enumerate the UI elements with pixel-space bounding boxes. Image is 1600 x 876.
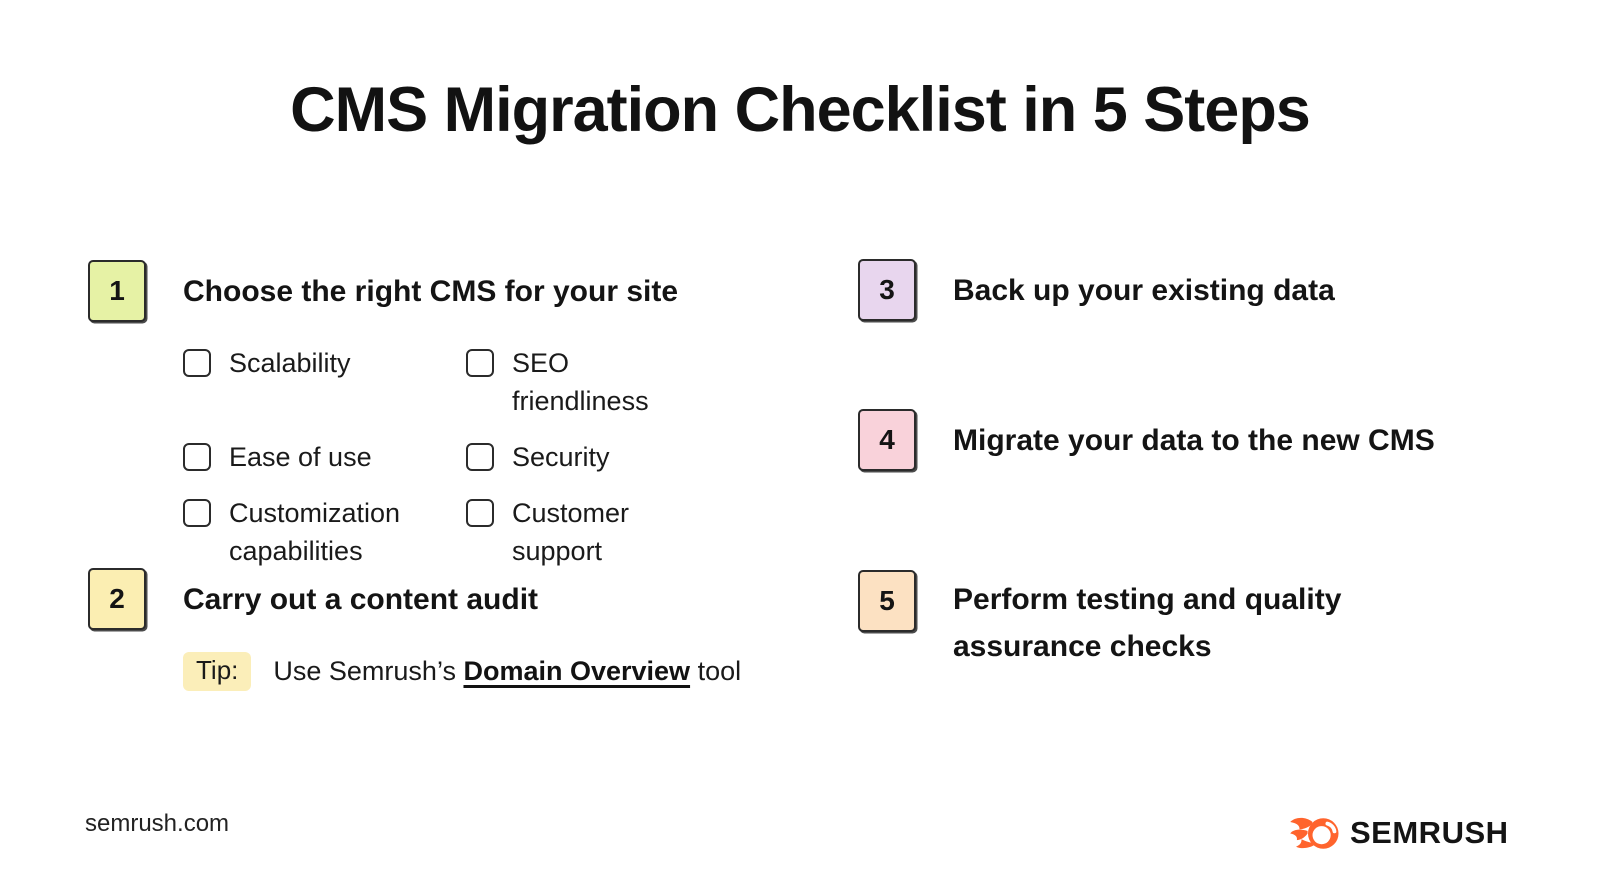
step-1-row: 1 Choose the right CMS for your site bbox=[88, 260, 678, 322]
check-item-ease-of-use: Ease of use bbox=[183, 438, 466, 476]
checkbox-icon[interactable] bbox=[183, 443, 211, 471]
tip-text: Use Semrush’s Domain Overview tool bbox=[273, 656, 741, 687]
check-label: Scalability bbox=[229, 348, 351, 378]
checkbox-icon[interactable] bbox=[466, 499, 494, 527]
check-label: Ease of use bbox=[229, 442, 372, 472]
step-3-row: 3 Back up your existing data bbox=[858, 259, 1335, 321]
step-3-number-badge: 3 bbox=[858, 259, 916, 321]
step-2-row: 2 Carry out a content audit bbox=[88, 568, 538, 630]
step-5-row: 5 Perform testing and quality assurance … bbox=[858, 570, 1393, 670]
checkbox-icon[interactable] bbox=[183, 349, 211, 377]
step-4-row: 4 Migrate your data to the new CMS bbox=[858, 409, 1435, 471]
tip-row: Tip: Use Semrush’s Domain Overview tool bbox=[183, 652, 741, 691]
check-item-customer-support: Customer support bbox=[466, 494, 712, 570]
semrush-flame-icon bbox=[1290, 817, 1339, 849]
cms-criteria-checklist: Scalability SEO friendliness Ease of use… bbox=[183, 344, 712, 570]
step-4-heading: Migrate your data to the new CMS bbox=[953, 423, 1435, 457]
check-item-seo-friendliness: SEO friendliness bbox=[466, 344, 712, 420]
tip-text-after: tool bbox=[690, 656, 742, 686]
checkbox-icon[interactable] bbox=[466, 349, 494, 377]
check-label: Customization capabilities bbox=[229, 498, 401, 566]
checkbox-icon[interactable] bbox=[466, 443, 494, 471]
footer-site-url[interactable]: semrush.com bbox=[85, 810, 230, 837]
step-1-heading: Choose the right CMS for your site bbox=[183, 274, 679, 308]
check-item-security: Security bbox=[466, 438, 712, 476]
semrush-logo: SEMRUSH bbox=[1290, 815, 1509, 851]
tip-badge: Tip: bbox=[183, 652, 252, 691]
step-2-number-badge: 2 bbox=[88, 568, 146, 630]
domain-overview-link[interactable]: Domain Overview bbox=[463, 656, 691, 686]
checkbox-icon[interactable] bbox=[183, 499, 211, 527]
check-item-scalability: Scalability bbox=[183, 344, 466, 420]
step-5-number-badge: 5 bbox=[858, 570, 916, 632]
semrush-wordmark: SEMRUSH bbox=[1350, 815, 1509, 850]
check-item-customization-capabilities: Customization capabilities bbox=[183, 494, 466, 570]
check-label: Security bbox=[512, 442, 610, 472]
step-4-number-badge: 4 bbox=[858, 409, 916, 471]
step-1-number-badge: 1 bbox=[88, 260, 146, 322]
tip-text-before: Use Semrush’s bbox=[273, 656, 464, 686]
check-label: SEO friendliness bbox=[512, 348, 649, 416]
check-label: Customer support bbox=[512, 498, 630, 566]
step-5-heading: Perform testing and quality assurance ch… bbox=[953, 583, 1342, 663]
page-title: CMS Migration Checklist in 5 Steps bbox=[290, 75, 1311, 145]
step-2-heading: Carry out a content audit bbox=[183, 582, 539, 616]
step-3-heading: Back up your existing data bbox=[953, 273, 1335, 307]
